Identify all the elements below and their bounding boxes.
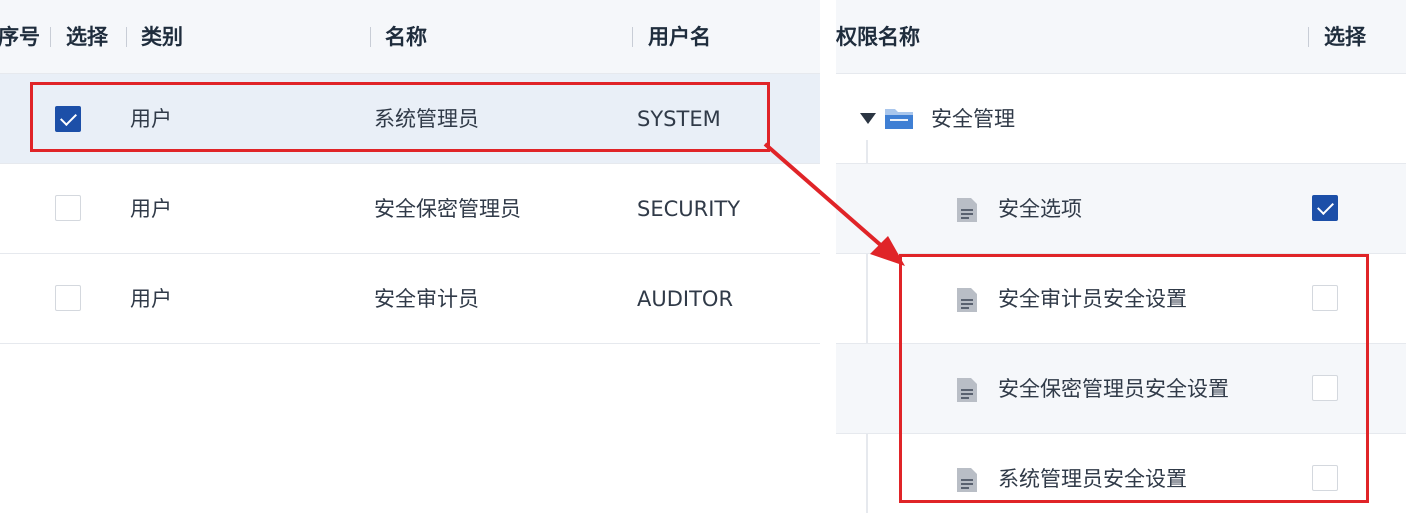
document-icon (957, 198, 977, 222)
row-type: 用户 (130, 107, 172, 131)
row-name: 安全审计员 (374, 287, 479, 311)
table-row[interactable]: 用户 安全保密管理员 SECURITY (0, 164, 820, 254)
permission-checkbox[interactable] (1312, 285, 1338, 311)
row-username: SYSTEM (637, 107, 721, 131)
row-name: 安全保密管理员 (374, 197, 521, 221)
permission-checkbox[interactable] (1312, 195, 1338, 221)
permission-checkbox[interactable] (1312, 375, 1338, 401)
column-header-type[interactable]: 类别 (141, 25, 183, 49)
document-icon (957, 288, 977, 312)
column-separator[interactable] (1308, 27, 1309, 47)
highlight-box-selected-user (30, 82, 770, 152)
row-username: AUDITOR (637, 287, 734, 311)
tree-guide-line (866, 140, 868, 513)
row-checkbox[interactable] (55, 285, 81, 311)
permission-tree-header: 权限名称 选择 (836, 0, 1406, 74)
column-separator[interactable] (370, 27, 371, 47)
tree-node[interactable]: 安全选项 (836, 164, 1406, 254)
column-header-name[interactable]: 名称 (385, 25, 427, 49)
column-separator[interactable] (50, 27, 51, 47)
row-checkbox[interactable] (55, 195, 81, 221)
column-separator[interactable] (126, 27, 127, 47)
row-username: SECURITY (637, 197, 741, 221)
column-separator[interactable] (632, 27, 633, 47)
highlight-box-permissions (899, 254, 1369, 503)
tree-node[interactable]: 系统管理员安全设置 (836, 434, 1406, 513)
document-icon (957, 468, 977, 492)
caret-down-icon[interactable] (860, 113, 876, 124)
permission-tree: 权限名称 选择 安全管理 安全选项 安全审计员安全设置 (836, 0, 1406, 513)
tree-node-label: 安全保密管理员安全设置 (998, 377, 1229, 401)
row-checkbox[interactable] (55, 106, 81, 132)
document-icon (957, 378, 977, 402)
column-header-select[interactable]: 选择 (1324, 25, 1366, 49)
tree-node[interactable]: 安全审计员安全设置 (836, 254, 1406, 344)
tree-node-folder[interactable]: 安全管理 (836, 74, 1406, 164)
tree-node-label: 安全选项 (998, 197, 1082, 221)
folder-icon (885, 109, 913, 129)
tree-node-label: 安全管理 (931, 107, 1015, 131)
tree-node-label: 系统管理员安全设置 (998, 467, 1187, 491)
table-row[interactable]: 用户 安全审计员 AUDITOR (0, 254, 820, 344)
tree-node-label: 安全审计员安全设置 (998, 287, 1187, 311)
user-table-header: 序号 选择 类别 名称 用户名 (0, 0, 820, 74)
tree-node[interactable]: 安全保密管理员安全设置 (836, 344, 1406, 434)
column-header-permission-name[interactable]: 权限名称 (836, 25, 920, 49)
user-table: 序号 选择 类别 名称 用户名 用户 系统管理员 SYSTEM 用户 安全保密管… (0, 0, 820, 513)
column-header-select[interactable]: 选择 (66, 25, 108, 49)
column-header-username[interactable]: 用户名 (648, 25, 711, 49)
row-type: 用户 (130, 197, 172, 221)
column-header-index[interactable]: 序号 (0, 25, 40, 49)
row-type: 用户 (130, 287, 172, 311)
row-name: 系统管理员 (374, 107, 479, 131)
permission-checkbox[interactable] (1312, 465, 1338, 491)
